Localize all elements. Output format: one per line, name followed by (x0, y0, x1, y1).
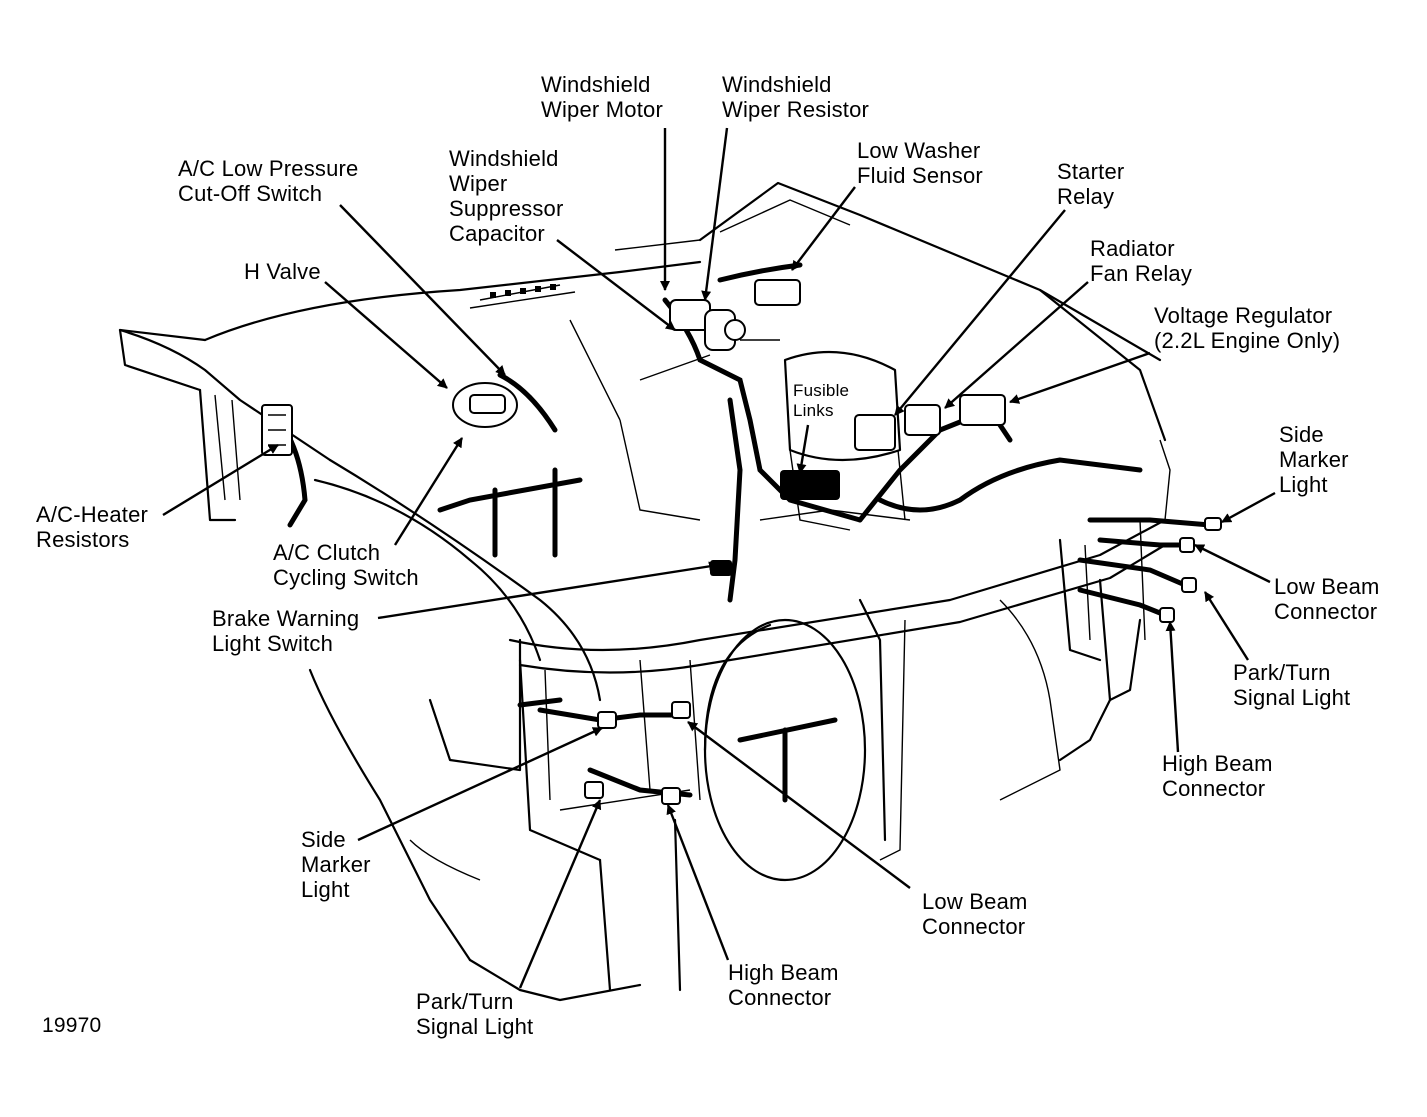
leader-lines (162, 127, 1276, 989)
leader-heater-resistors (162, 443, 279, 517)
leader-high-beam-left (666, 804, 730, 961)
label-high-beam-right: High Beam Connector (1162, 751, 1273, 801)
label-fusible-links: Fusible Links (793, 381, 850, 420)
label-wiper-motor: Windshield Wiper Motor (541, 72, 663, 122)
label-side-marker-left: Side Marker Light (301, 827, 371, 902)
components (261, 279, 1222, 805)
leader-h-valve (324, 281, 448, 389)
label-washer-sensor: Low Washer Fluid Sensor (857, 138, 983, 188)
label-starter-relay: Starter Relay (1057, 159, 1125, 209)
leader-side-marker-right (1221, 491, 1276, 524)
figure-id: 19970 (42, 1014, 102, 1037)
wiring-harness (267, 262, 1213, 798)
vehicle-outline (118, 181, 1171, 1002)
leader-brake-switch (377, 561, 719, 620)
label-heater-resistors: A/C-Heater Resistors (36, 502, 149, 552)
label-fan-relay: Radiator Fan Relay (1090, 236, 1193, 286)
leader-wiper-resistor (701, 127, 729, 301)
label-park-turn-right: Park/Turn Signal Light (1233, 660, 1351, 710)
label-side-marker-right: Side Marker Light (1279, 422, 1349, 497)
leader-low-beam-right (1194, 543, 1271, 584)
label-wiper-resistor: Windshield Wiper Resistor (722, 72, 870, 122)
leader-side-marker-left (357, 726, 603, 842)
label-low-beam-left: Low Beam Connector (922, 889, 1028, 939)
fan-relay-body (904, 404, 941, 436)
leader-high-beam-right (1165, 621, 1180, 753)
label-voltage-regulator: Voltage Regulator (2.2L Engine Only) (1154, 303, 1341, 353)
label-wiper-capacitor: Windshield Wiper Suppressor Capacitor (449, 146, 564, 246)
label-high-beam-left: High Beam Connector (728, 960, 839, 1010)
leader-park-turn-right (1203, 591, 1250, 661)
label-ac-low-pressure: A/C Low Pressure Cut-Off Switch (178, 156, 359, 206)
leader-park-turn-left (518, 799, 602, 989)
label-low-beam-right: Low Beam Connector (1274, 574, 1380, 624)
label-clutch-switch: A/C Clutch Cycling Switch (273, 540, 419, 590)
leader-fan-relay (944, 281, 1089, 409)
starter-relay-body (854, 414, 896, 451)
leader-fusible-links (796, 424, 810, 474)
fusible-links-block (780, 470, 840, 500)
label-park-turn-left: Park/Turn Signal Light (416, 989, 534, 1039)
label-brake-switch: Brake Warning Light Switch (212, 606, 360, 656)
leader-low-beam-left (687, 721, 911, 889)
leader-wiper-capacitor (556, 239, 676, 331)
leader-ac-low-pressure (339, 204, 506, 376)
label-h-valve: H Valve (244, 259, 321, 284)
voltage-regulator-body (959, 394, 1006, 426)
leader-voltage-regulator (1009, 351, 1151, 404)
leader-clutch-switch (393, 437, 464, 546)
leader-washer-sensor (791, 186, 856, 271)
leader-starter-relay (894, 209, 1066, 416)
